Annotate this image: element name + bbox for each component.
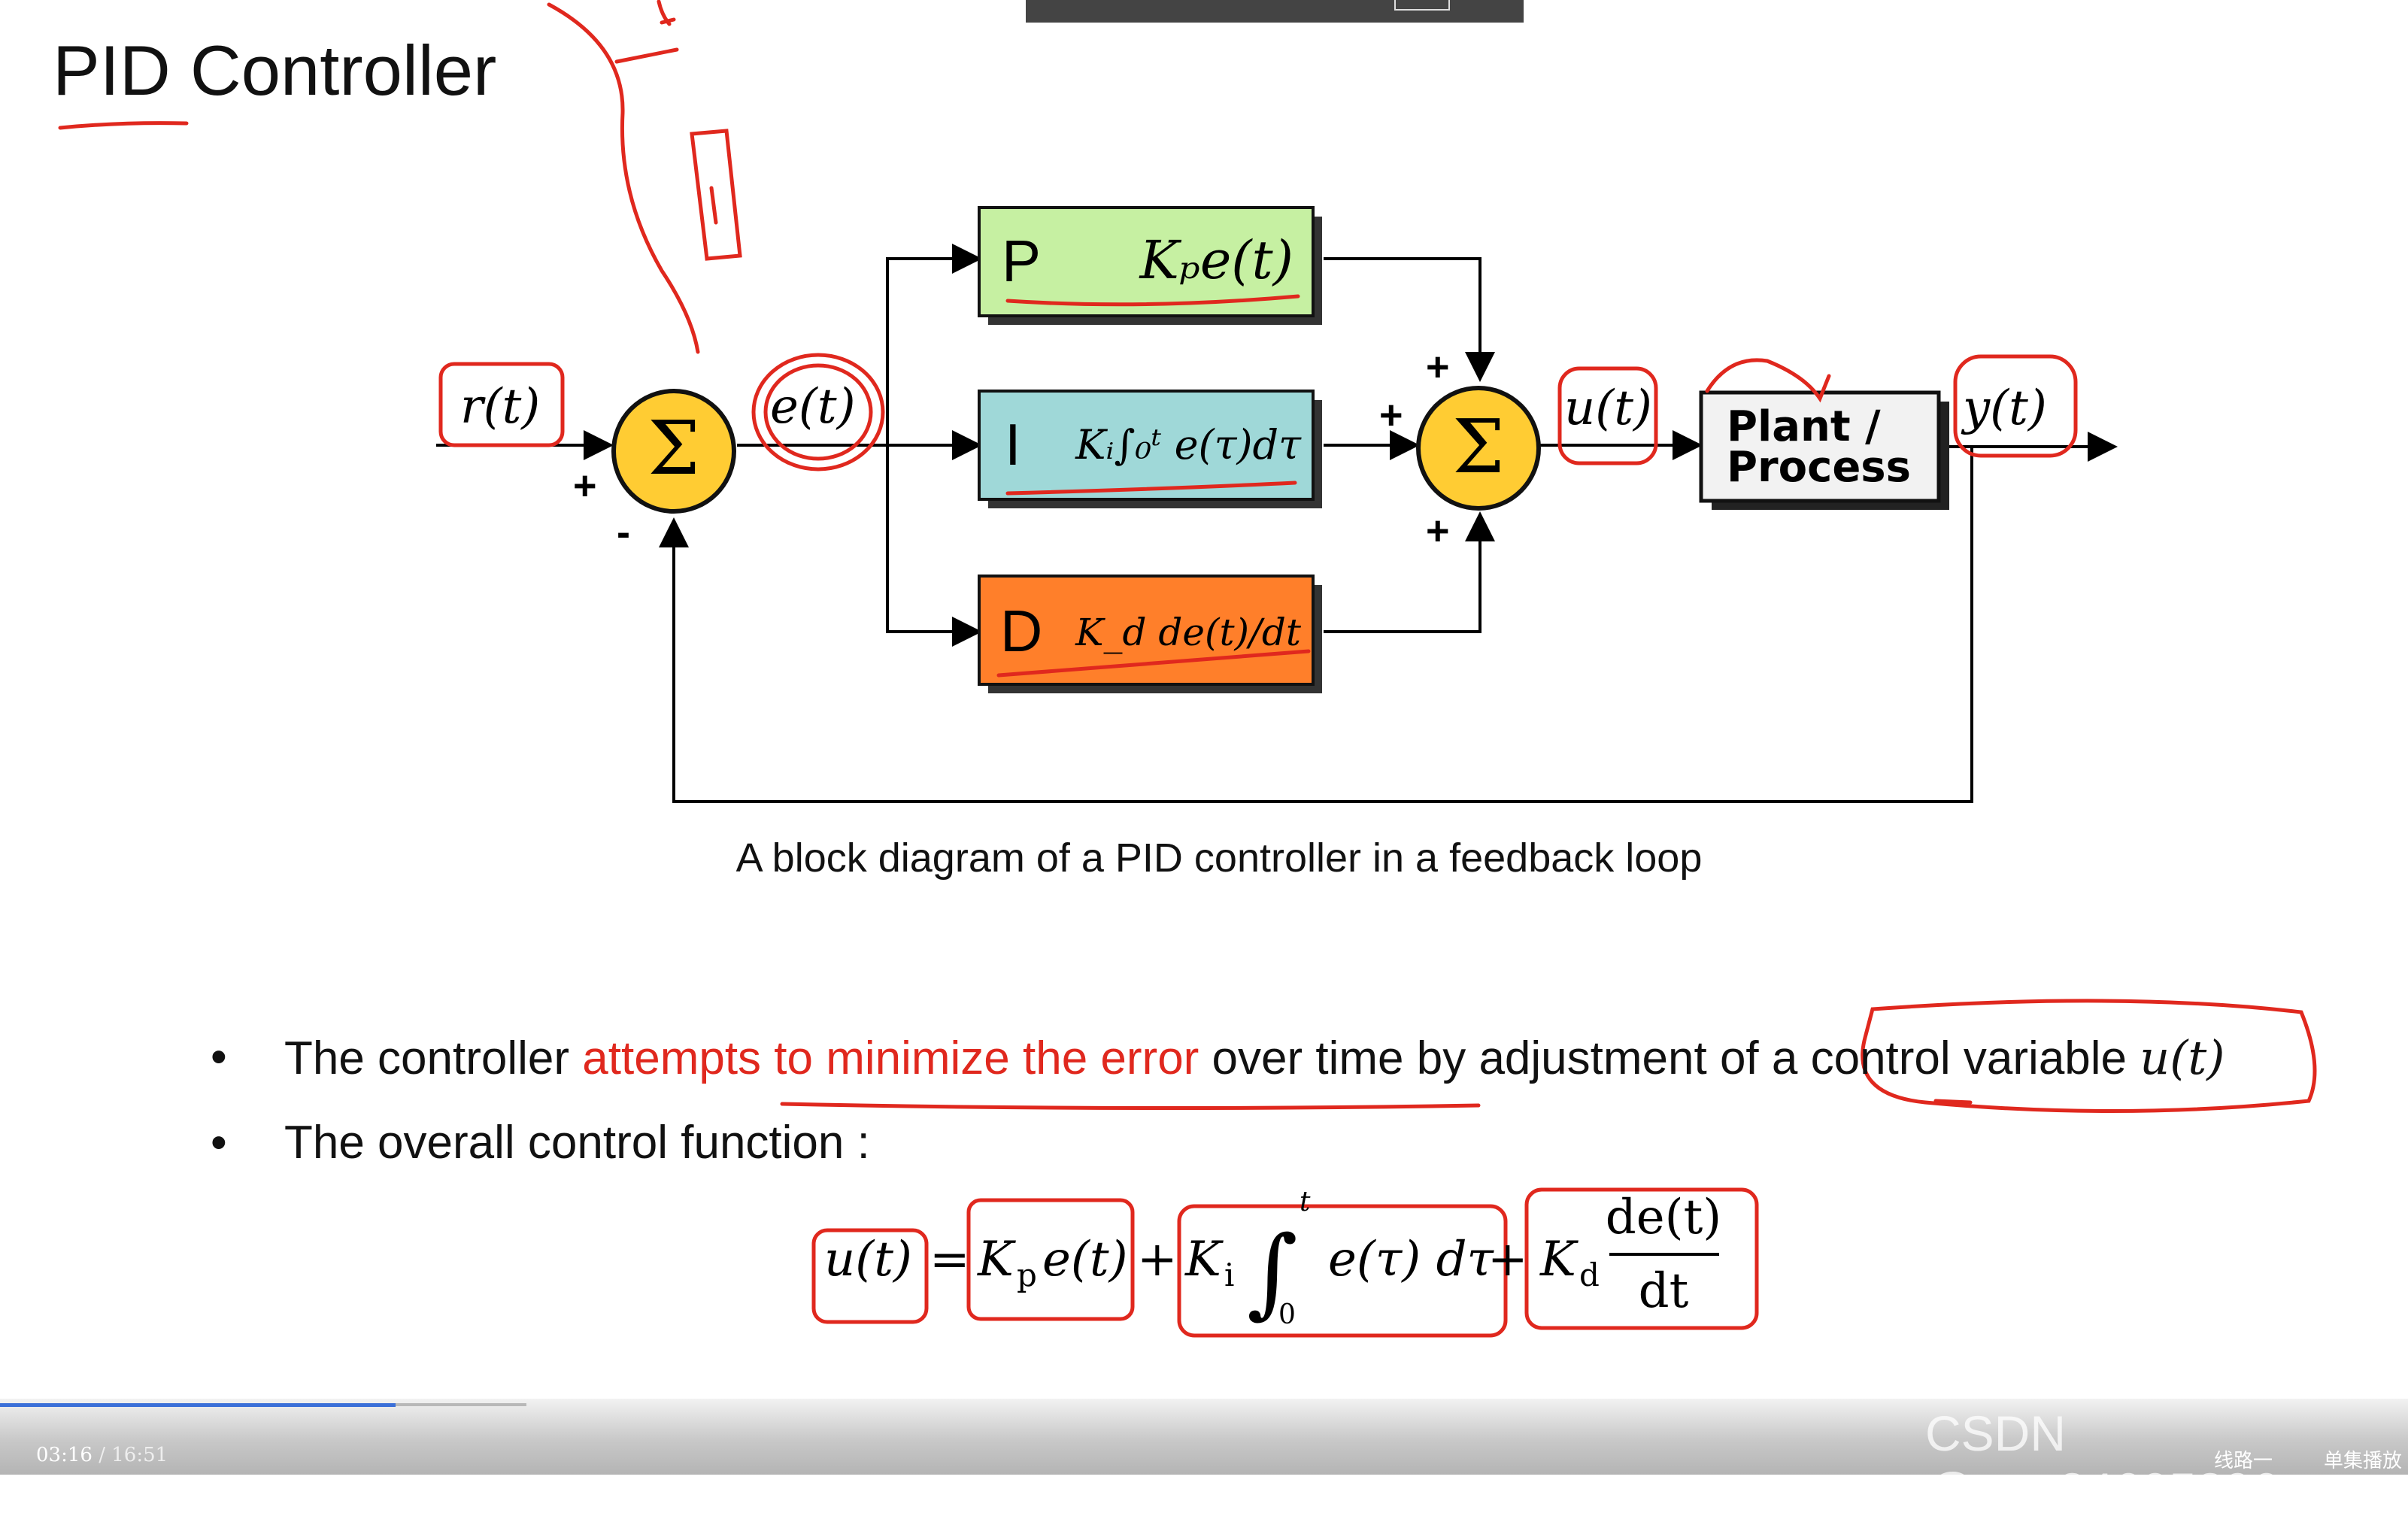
- plant-label-line2: Process: [1727, 443, 1911, 492]
- bullet-1-pre: The controller: [284, 1032, 583, 1084]
- eq-frac-num: de(t): [1606, 1190, 1722, 1245]
- annotation-circle-r: [438, 362, 565, 447]
- annotation-circle-e-inner: [763, 363, 873, 461]
- annotation-plant-mark: [1705, 358, 1831, 403]
- annotation-i-underline: [1005, 481, 1297, 496]
- control-equation: u(t) = K p e(t) + K i ∫ t 0 e(τ) dτ + K …: [824, 1187, 1722, 1330]
- line-select-button[interactable]: 线路一: [2214, 1449, 2273, 1472]
- eq-kp: K: [977, 1232, 1016, 1287]
- annotation-circle-e-outer: [751, 353, 885, 471]
- line-e-to-p: [886, 244, 982, 445]
- d-block-letter: D: [1000, 598, 1042, 664]
- eq-kp-sub: p: [1017, 1257, 1037, 1293]
- p-block-letter: P: [1002, 228, 1041, 294]
- eq-equals: =: [930, 1232, 970, 1287]
- eq-kd: K: [1539, 1232, 1579, 1287]
- current-time: 03:16: [36, 1444, 92, 1466]
- eq-ki-sub: i: [1224, 1257, 1234, 1293]
- annotation-box-mark: [709, 186, 718, 225]
- annotation-bullet-underline: [780, 1102, 1481, 1111]
- sum1-plus-sign: +: [573, 463, 597, 508]
- pid-block-diagram: Σ Σ + - + + + P Kₚe(t) I Kᵢ∫₀ᵗ e(τ)dτ D …: [58, 0, 2317, 1338]
- slide-title: PID Controller: [53, 31, 497, 110]
- top-strip-button[interactable]: [1394, 0, 1450, 11]
- bullet-dot: •: [211, 1117, 227, 1169]
- summing-junction-2: [1416, 386, 1541, 511]
- d-block: [978, 575, 1315, 686]
- plant-block: [1699, 390, 1941, 503]
- signal-u-label: u(t): [1564, 381, 1652, 436]
- annotation-circle-u: [1557, 366, 1658, 465]
- bullet-2-text: The overall control function :: [284, 1117, 870, 1169]
- eq-frac-den: dt: [1639, 1263, 1689, 1319]
- line-e-to-d: [886, 445, 982, 647]
- bullet-dot: •: [211, 1031, 227, 1083]
- sum2-plus-top: +: [1426, 344, 1450, 390]
- bullet-1-math: u(t): [2140, 1030, 2225, 1085]
- caption-text: A block diagram of a PID controller in a…: [735, 835, 1703, 881]
- annotation-box-i-term: [1177, 1204, 1508, 1338]
- timecode: 03:16 / 16:51: [36, 1444, 168, 1466]
- eq-integrand: e(τ) dτ: [1328, 1232, 1495, 1287]
- i-block-formula: Kᵢ∫₀ᵗ e(τ)dτ: [1075, 421, 1302, 468]
- summing-junction-1: [611, 389, 736, 514]
- annotation-title-underline: [58, 121, 189, 130]
- time-separator: /: [92, 1444, 112, 1466]
- eq-int-lower: 0: [1278, 1299, 1296, 1330]
- diagram-caption: A block diagram of a PID controller in a…: [0, 835, 2408, 881]
- annotation-box-d-term: [1524, 1187, 1759, 1330]
- p-block-formula: Kₚe(t): [1139, 229, 1293, 291]
- annotation-control-variable-loop: [1861, 999, 2317, 1114]
- signal-r-label: r(t): [460, 379, 540, 435]
- handwritten-annotations: [58, 0, 2317, 1338]
- eq-ki: K: [1184, 1232, 1224, 1287]
- annotation-box-small: [690, 129, 742, 261]
- annotation-d-underline: [996, 649, 1311, 678]
- line-p-to-sum2: [1324, 257, 1495, 382]
- eq-plus-2: +: [1488, 1232, 1528, 1287]
- eq-kp-arg: e(t): [1042, 1232, 1128, 1287]
- sum2-plus-bottom: +: [1426, 508, 1450, 553]
- i-block-letter: I: [1005, 411, 1021, 478]
- video-player-bar: [0, 1399, 2408, 1475]
- signal-y-label: y(t): [1961, 381, 2047, 436]
- eq-integral-sign: ∫: [1247, 1214, 1298, 1329]
- eq-kd-sub: d: [1579, 1257, 1600, 1293]
- line-d-to-sum2: [1324, 511, 1495, 633]
- d-block-formula: K_d de(t)/dt: [1075, 611, 1302, 654]
- i-block: [978, 390, 1315, 501]
- signal-lines: [436, 244, 2118, 803]
- eq-plus-1: +: [1137, 1232, 1178, 1287]
- sum1-symbol: Σ: [647, 406, 699, 492]
- annotation-glyph: [657, 0, 676, 26]
- bullet-1-highlight: attempts to minimize the error: [582, 1032, 1199, 1084]
- eq-lhs: u(t): [824, 1232, 912, 1287]
- progress-fill[interactable]: [0, 1403, 396, 1407]
- annotation-box-u: [811, 1228, 929, 1324]
- line-feedback: [659, 447, 1973, 803]
- sum2-symbol: Σ: [1452, 405, 1504, 490]
- sum2-plus-left: +: [1379, 393, 1403, 438]
- sum1-minus-sign: -: [617, 510, 630, 555]
- bullet-1-post: over time by adjustment of a control var…: [1199, 1032, 2140, 1084]
- plant-label-line1: Plant /: [1727, 402, 1881, 451]
- annotation-tick: [614, 47, 679, 64]
- duration: 16:51: [111, 1444, 168, 1466]
- annotation-box-p-term: [966, 1198, 1135, 1321]
- bullet-1-text: The controller attempts to minimize the …: [284, 1030, 2225, 1085]
- video-top-strip: [1026, 0, 1524, 23]
- annotation-curve: [547, 2, 700, 354]
- eq-int-upper: t: [1300, 1187, 1311, 1217]
- single-play-button[interactable]: 单集播放: [2324, 1449, 2403, 1472]
- annotation-circle-y: [1953, 354, 2078, 458]
- annotation-loop-tail: [1933, 1099, 1973, 1105]
- annotation-p-underline: [1005, 294, 1300, 307]
- signal-e-label: e(t): [770, 379, 856, 435]
